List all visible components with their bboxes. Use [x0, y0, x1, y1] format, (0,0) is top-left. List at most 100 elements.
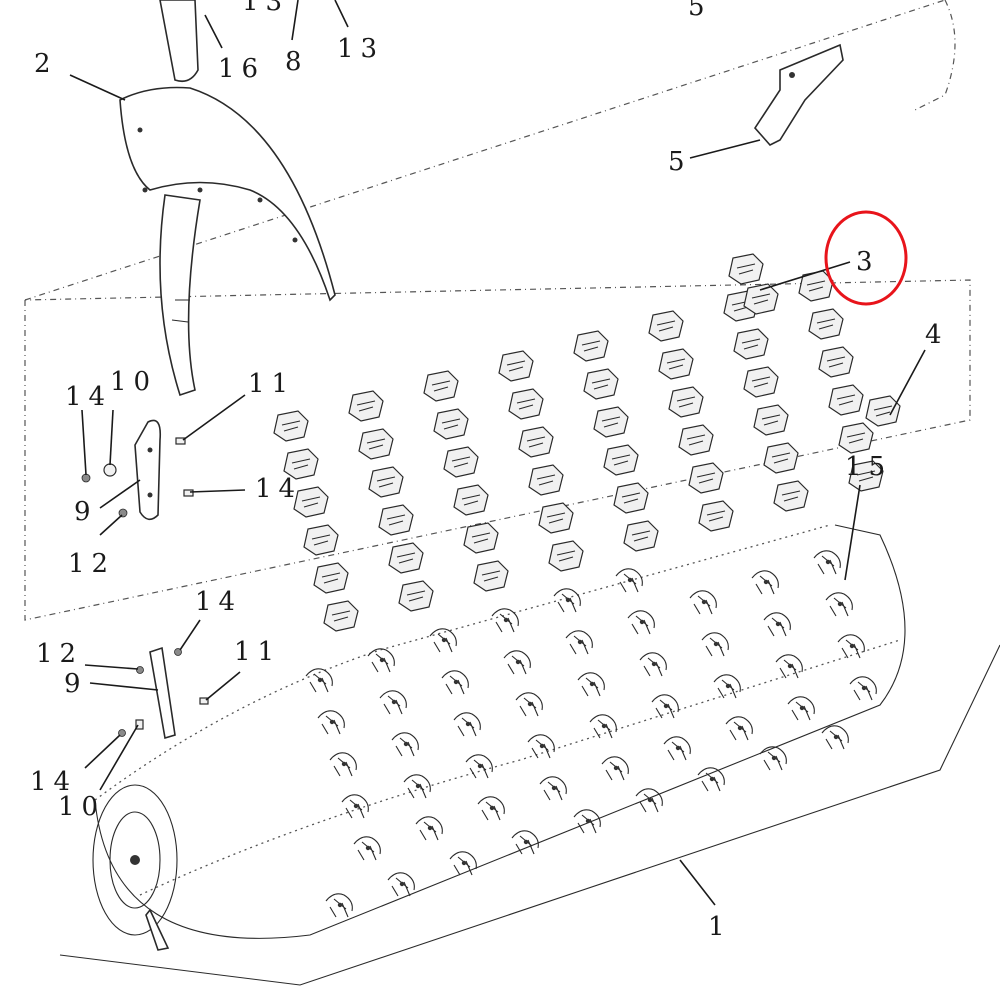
drum-knife-pivot — [523, 839, 529, 845]
drum-knife — [635, 788, 663, 813]
hammer-knife-edge — [356, 400, 376, 412]
drum-knife — [663, 736, 691, 761]
drum-knife — [725, 716, 753, 741]
hammer-knife — [798, 270, 834, 302]
hammer-knife-edge — [451, 456, 471, 468]
callout-14-upper-left: 14 — [65, 382, 112, 412]
drum-knife-pivot — [465, 721, 471, 727]
hammer-knife-edge — [471, 532, 491, 544]
drum-knife — [379, 690, 407, 715]
drum-knife-pivot — [365, 845, 371, 851]
mounting-bracket — [753, 43, 844, 146]
drum-knife — [787, 696, 815, 721]
callout-14-lower-left: 14 — [30, 767, 77, 797]
hammer-knife-edge — [386, 514, 406, 526]
drum-knife — [573, 809, 601, 834]
drum-knife — [759, 746, 787, 771]
drum-knife-pivot — [527, 701, 533, 707]
drum-knife-pivot — [539, 743, 545, 749]
drum-knife — [821, 725, 849, 750]
hammer-knife-edge — [526, 436, 546, 448]
hammer-knife — [763, 442, 799, 474]
drum-knife — [341, 794, 369, 819]
drum-knife — [813, 550, 841, 575]
drum-knife-pivot — [403, 741, 409, 747]
callout-9-lower: 9 — [64, 669, 88, 699]
drum-knife-pivot — [427, 825, 433, 831]
callout-11-upper: 11 — [248, 369, 295, 399]
drum-knife-pivot — [391, 699, 397, 705]
hammer-knife-edge — [301, 496, 321, 508]
hammer-knife-edge — [736, 263, 756, 275]
drum-knife-pivot — [787, 663, 793, 669]
drum-knife — [775, 654, 803, 679]
hammer-knife — [613, 482, 649, 514]
hammer-knife-edge — [686, 434, 706, 446]
drum-knife-pivot — [725, 683, 731, 689]
hammer-knife — [473, 560, 509, 592]
hammer-knife — [528, 464, 564, 496]
callout-10-lower: 10 — [58, 792, 105, 822]
callout-4: 4 — [925, 320, 949, 350]
drum-knife-pivot — [861, 685, 867, 691]
hammer-knife — [838, 422, 874, 454]
drum-knife-pivot — [825, 559, 831, 565]
hammer-knife-edge — [406, 590, 426, 602]
drum-knife-pivot — [737, 725, 743, 731]
hammer-knife — [283, 448, 319, 480]
drum-knife — [491, 608, 519, 633]
callout-2: 2 — [34, 49, 58, 79]
hammer-knife — [733, 328, 769, 360]
hammer-knife-edge — [311, 534, 331, 546]
drum-knife — [639, 652, 667, 677]
drum-knife — [305, 668, 333, 693]
callout-12-upper: 12 — [68, 549, 115, 579]
drum-knife-pivot — [709, 776, 715, 782]
drum-knife-pivot — [477, 763, 483, 769]
drum-knife-pivot — [651, 661, 657, 667]
drum-knife — [615, 568, 643, 593]
hammer-knife — [728, 253, 764, 285]
hammer-knife — [548, 540, 584, 572]
hammer-knife — [273, 410, 309, 442]
hammer-knife-edge — [601, 416, 621, 428]
drum-knife — [449, 851, 477, 876]
end-plate-upper — [134, 419, 162, 521]
drum-knife — [391, 732, 419, 757]
hammer-knife-edge — [856, 470, 876, 482]
hammer-knife-edge — [741, 338, 761, 350]
drum-knife-pivot — [585, 818, 591, 824]
frame-line-lower — [59, 644, 1000, 986]
hammer-knife-edge — [873, 405, 893, 417]
callout-1: 1 — [708, 912, 732, 942]
callout-15: 15 — [845, 452, 892, 482]
callout-11-lower: 11 — [234, 637, 281, 667]
end-plate-lower — [149, 646, 176, 740]
hammer-knife — [743, 366, 779, 398]
hammer-knife-edge — [666, 358, 686, 370]
callout-14-lower-right: 14 — [195, 587, 242, 617]
hammer-knife-edge — [461, 494, 481, 506]
hammer-knife — [443, 446, 479, 478]
drum-knife — [689, 590, 717, 615]
drum-knife-pivot — [337, 902, 343, 908]
hammer-knife — [303, 524, 339, 556]
drum-knife-pivot — [341, 761, 347, 767]
drum-knife-pivot — [399, 881, 405, 887]
drum-knife-pivot — [675, 745, 681, 751]
drum-knife — [565, 630, 593, 655]
drum-knife — [441, 670, 469, 695]
drum-knife-pivot — [663, 703, 669, 709]
drum-knife — [367, 648, 395, 673]
hammer-knife-edge — [781, 490, 801, 502]
leader-lines — [69, 0, 926, 906]
drum-knife-pivot — [763, 579, 769, 585]
callout-labels: 1 2 3 4 5 5 8 9 9 10 10 11 11 12 12 13 1… — [30, 0, 949, 942]
hammer-knife-edge — [836, 394, 856, 406]
drum-knife — [701, 632, 729, 657]
callout-8: 8 — [285, 47, 309, 77]
drum-knife — [317, 710, 345, 735]
hammer-knife-edge — [751, 293, 771, 305]
hammer-knife — [368, 466, 404, 498]
hammer-knife-edge — [506, 360, 526, 372]
